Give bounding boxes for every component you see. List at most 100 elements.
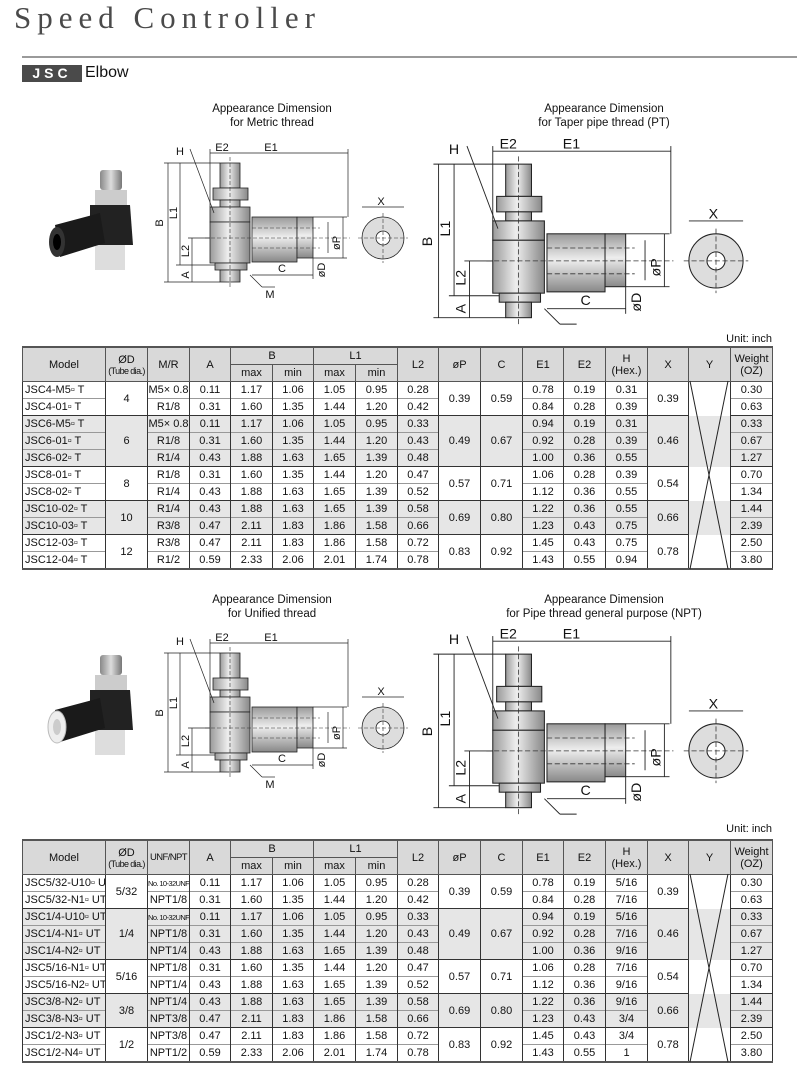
- label-l1: L1: [168, 207, 180, 219]
- cell-a: 0.43: [189, 976, 231, 994]
- cell-l1-min: 1.39: [355, 976, 398, 994]
- cell-b-max: 1.60: [230, 398, 273, 416]
- cell-b-min: 1.06: [272, 381, 314, 399]
- cell-a: 0.31: [189, 959, 231, 977]
- header-h-sublabel: (Hex.): [611, 857, 642, 870]
- cell-c: 0.59: [480, 381, 523, 416]
- cell-l1-max: 1.44: [313, 891, 356, 909]
- header-l1: L1: [313, 839, 398, 858]
- cell-op: 0.39: [438, 874, 481, 909]
- cell-weight: 0.33: [730, 415, 773, 433]
- cell-b-max: 1.88: [230, 942, 273, 960]
- lock-nut: [496, 685, 543, 703]
- cell-h: 5/16: [605, 874, 648, 892]
- cell-a: 0.43: [189, 500, 231, 518]
- cell-l2: 0.66: [397, 1010, 439, 1028]
- cell-b-max: 1.60: [230, 466, 273, 484]
- cell-model: JSC6-M5▫ T: [22, 415, 106, 433]
- cell-a: 0.47: [189, 517, 231, 535]
- cell-c: 0.92: [480, 1027, 523, 1062]
- cell-l1-max: 1.86: [313, 1027, 356, 1045]
- cell-weight: 2.50: [730, 1027, 773, 1045]
- cell-a: 0.47: [189, 1027, 231, 1045]
- label-l1: L1: [168, 697, 180, 709]
- cell-b-max: 2.11: [230, 1010, 273, 1028]
- diagram-subtitle: for Pipe thread general purpose (NPT): [506, 608, 702, 620]
- cell-h: 0.55: [605, 500, 648, 518]
- cell-thread: No. 10-32UNF: [147, 908, 190, 926]
- label-a: A: [454, 793, 470, 803]
- cell-weight: 1.44: [730, 500, 773, 518]
- diagram-title-line: Appearance Dimension: [544, 103, 664, 115]
- product-photo-black: [49, 170, 133, 270]
- cell-b-min: 1.35: [272, 891, 314, 909]
- cell-e2: 0.19: [563, 874, 606, 892]
- tube-fitting: [251, 706, 298, 753]
- cell-l1-max: 1.86: [313, 517, 356, 535]
- header-weight-label: Weight: [734, 352, 769, 365]
- cell-l1-max: 1.65: [313, 976, 356, 994]
- cell-thread: NPT1/2: [147, 1044, 190, 1062]
- cell-weight: 1.34: [730, 976, 773, 994]
- cell-op: 0.49: [438, 415, 481, 467]
- cell-x: 0.39: [647, 381, 689, 416]
- cell-l1-max: 1.05: [313, 908, 356, 926]
- thread: [219, 269, 241, 283]
- cell-od: 6: [105, 415, 148, 467]
- cell-h: 9/16: [605, 993, 648, 1011]
- cell-a: 0.31: [189, 891, 231, 909]
- cell-thread: NPT1/8: [147, 959, 190, 977]
- diagram-title-line: Appearance Dimension: [212, 594, 332, 606]
- cell-a: 0.43: [189, 993, 231, 1011]
- label-e2: E2: [500, 137, 517, 153]
- cell-l1-max: 1.65: [313, 483, 356, 501]
- cell-l2: 0.78: [397, 1044, 439, 1062]
- cell-model: JSC6-02▫ T: [22, 449, 106, 467]
- cell-l2: 0.28: [397, 381, 439, 399]
- cell-l1-max: 1.65: [313, 942, 356, 960]
- cell-a: 0.59: [189, 551, 231, 569]
- cell-y: [688, 500, 731, 518]
- label-op: øP: [331, 726, 343, 740]
- header-thread: UNF/NPT: [147, 839, 190, 875]
- cell-e1: 1.43: [522, 551, 564, 569]
- cell-l1-min: 1.39: [355, 483, 398, 501]
- thread: [505, 791, 532, 809]
- cell-l1-min: 1.74: [355, 1044, 398, 1062]
- cell-thread: R1/4: [147, 449, 190, 467]
- cell-e2: 0.36: [563, 976, 606, 994]
- cell-c: 0.80: [480, 993, 523, 1028]
- cell-y: [688, 381, 731, 399]
- cell-h: 0.31: [605, 415, 648, 433]
- label-l2: L2: [454, 270, 470, 286]
- cell-thread: R1/2: [147, 551, 190, 569]
- cell-a: 0.31: [189, 432, 231, 450]
- cell-l2: 0.33: [397, 908, 439, 926]
- cell-weight: 1.27: [730, 449, 773, 467]
- leader-line: [249, 274, 263, 288]
- label-l2: L2: [454, 760, 470, 776]
- cell-l2: 0.42: [397, 398, 439, 416]
- flange: [214, 752, 248, 761]
- header-weight-sublabel: (OZ): [740, 857, 763, 870]
- unit-label: Unit: inch: [726, 333, 772, 345]
- cell-weight: 3.80: [730, 551, 773, 569]
- label-thread: M: [265, 779, 274, 791]
- cell-l1-min: 1.20: [355, 398, 398, 416]
- label-l2: L2: [180, 735, 192, 747]
- cell-e1: 1.45: [522, 534, 564, 552]
- cell-weight: 0.30: [730, 874, 773, 892]
- cell-e2: 0.43: [563, 534, 606, 552]
- label-h: H: [449, 632, 459, 648]
- cell-b-max: 1.17: [230, 874, 273, 892]
- cell-b-min: 1.83: [272, 1010, 314, 1028]
- cell-e1: 1.00: [522, 942, 564, 960]
- cell-model: JSC4-M5▫ T: [22, 381, 106, 399]
- section-subtitle: Elbow: [85, 64, 129, 81]
